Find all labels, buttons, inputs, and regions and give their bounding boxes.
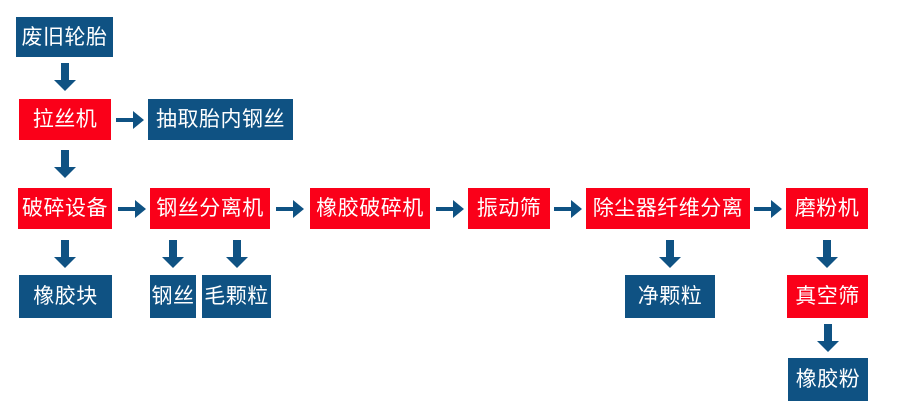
flow-node-n13[interactable]: 净颗粒 <box>625 275 715 318</box>
arrow-right-icon <box>274 195 306 223</box>
flow-node-label: 抽取胎内钢丝 <box>156 107 285 131</box>
flow-node-label: 磨粉机 <box>794 196 860 220</box>
arrow-down-icon <box>814 238 840 270</box>
flow-node-label: 净颗粒 <box>637 284 703 308</box>
arrow-right-icon <box>552 195 584 223</box>
flow-node-n10[interactable]: 橡胶块 <box>19 275 112 318</box>
flow-node-n9[interactable]: 磨粉机 <box>786 188 868 229</box>
flow-node-n15[interactable]: 橡胶粉 <box>788 358 868 401</box>
flow-node-label: 钢丝分离机 <box>156 196 264 220</box>
flow-node-label: 废旧轮胎 <box>21 24 108 49</box>
flow-node-n4[interactable]: 破碎设备 <box>18 188 112 229</box>
arrow-down-icon <box>224 238 250 270</box>
flow-node-label: 钢丝 <box>151 284 195 308</box>
arrow-down-icon <box>815 322 841 354</box>
arrow-right-icon <box>114 106 146 134</box>
flow-node-n3[interactable]: 抽取胎内钢丝 <box>148 99 293 140</box>
arrow-down-icon <box>52 62 78 92</box>
flow-node-n12[interactable]: 毛颗粒 <box>202 275 271 318</box>
flow-node-label: 破碎设备 <box>22 196 108 220</box>
flow-node-n5[interactable]: 钢丝分离机 <box>150 188 270 229</box>
flow-node-n11[interactable]: 钢丝 <box>150 275 196 318</box>
flow-node-label: 振动筛 <box>476 196 542 220</box>
flow-node-n2[interactable]: 拉丝机 <box>19 99 111 140</box>
arrow-down-icon <box>657 238 683 270</box>
flow-node-n1[interactable]: 废旧轮胎 <box>16 17 113 57</box>
flow-node-label: 除尘器纤维分离 <box>592 196 744 220</box>
flow-node-label: 毛颗粒 <box>204 284 269 308</box>
flow-node-label: 橡胶破碎机 <box>316 196 424 220</box>
flow-node-label: 橡胶粉 <box>795 367 861 391</box>
flow-node-n8[interactable]: 除尘器纤维分离 <box>586 188 750 229</box>
arrow-right-icon <box>116 195 148 223</box>
arrow-right-icon <box>434 195 466 223</box>
arrow-down-icon <box>52 148 78 180</box>
flow-node-n7[interactable]: 振动筛 <box>468 188 550 229</box>
arrow-down-icon <box>52 238 78 270</box>
arrow-down-icon <box>160 238 186 270</box>
flow-node-label: 拉丝机 <box>32 107 98 131</box>
arrow-right-icon <box>752 195 784 223</box>
flow-node-n6[interactable]: 橡胶破碎机 <box>310 188 430 229</box>
flow-node-label: 真空筛 <box>795 284 860 308</box>
flow-node-n14[interactable]: 真空筛 <box>787 275 868 318</box>
flow-node-label: 橡胶块 <box>33 284 98 308</box>
